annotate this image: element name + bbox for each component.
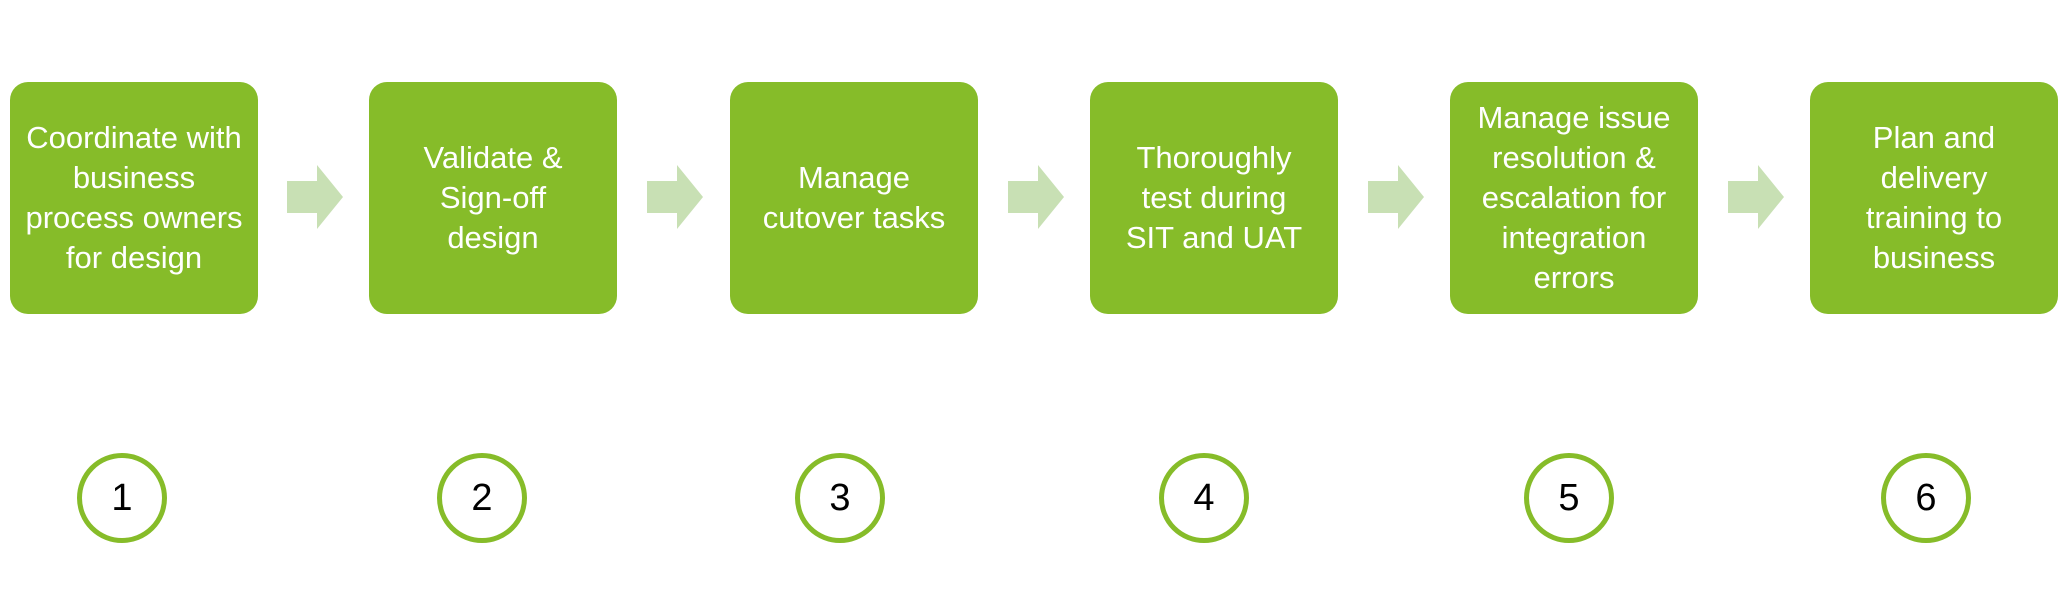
step-box-6: Plan and delivery training to business bbox=[1810, 82, 2058, 314]
step-label: Coordinate with business process owners … bbox=[25, 120, 243, 275]
right-arrow-icon bbox=[1728, 165, 1784, 229]
step-number-1: 1 bbox=[77, 453, 167, 543]
step-box-4: Thoroughly test during SIT and UAT bbox=[1090, 82, 1338, 314]
step-label: Manage cutover tasks bbox=[762, 160, 946, 235]
right-arrow-icon bbox=[647, 165, 703, 229]
step-number-2: 2 bbox=[437, 453, 527, 543]
right-arrow-icon bbox=[1008, 165, 1064, 229]
step-number-6: 6 bbox=[1881, 453, 1971, 543]
step-number-4: 4 bbox=[1159, 453, 1249, 543]
step-box-3: Manage cutover tasks bbox=[730, 82, 978, 314]
step-number-3: 3 bbox=[795, 453, 885, 543]
step-box-1: Coordinate with business process owners … bbox=[10, 82, 258, 314]
step-number-5: 5 bbox=[1524, 453, 1614, 543]
right-arrow-icon bbox=[287, 165, 343, 229]
step-label: Manage issue resolution & escalation for… bbox=[1477, 100, 1671, 295]
step-label: Validate & Sign-off design bbox=[423, 140, 563, 255]
right-arrow-icon bbox=[1368, 165, 1424, 229]
step-label: Plan and delivery training to business bbox=[1865, 120, 2003, 275]
step-box-5: Manage issue resolution & escalation for… bbox=[1450, 82, 1698, 314]
step-box-2: Validate & Sign-off design bbox=[369, 82, 617, 314]
step-label: Thoroughly test during SIT and UAT bbox=[1125, 140, 1303, 255]
